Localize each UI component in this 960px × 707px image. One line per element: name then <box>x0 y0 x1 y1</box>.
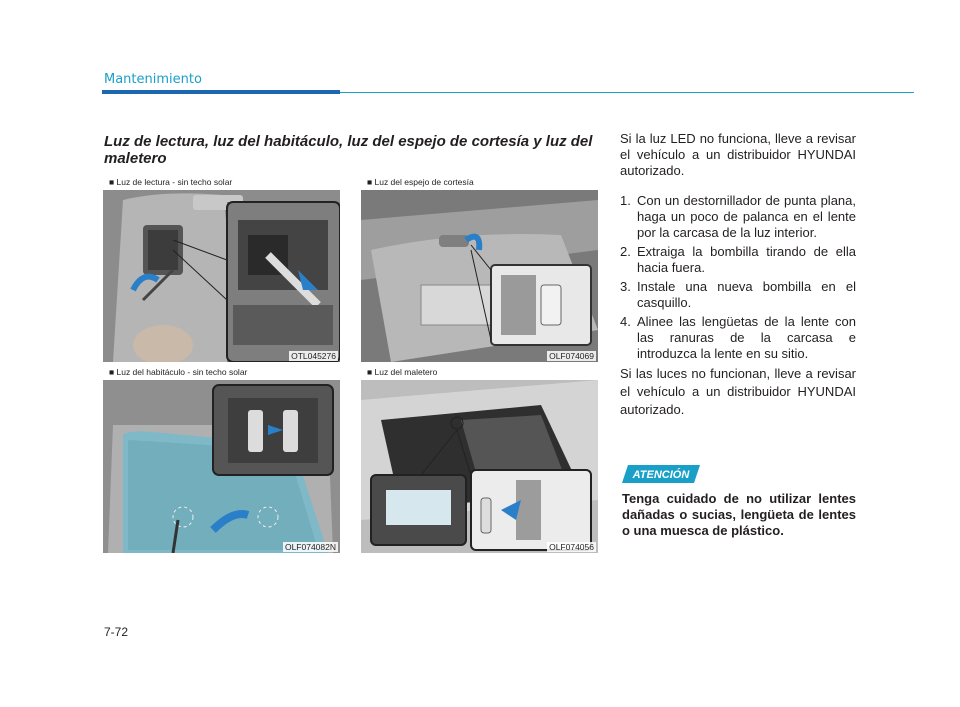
figure-vanity-mirror-light: ■ Luz del espejo de cortesía OLF074069 <box>361 175 598 362</box>
step-text: Instale una nueva bombilla en el casquil… <box>637 279 856 310</box>
figure-code: OLF074069 <box>547 351 596 361</box>
figure-code: OLF074056 <box>547 542 596 552</box>
figure-caption: ■ Luz del maletero <box>367 367 438 377</box>
list-item: 1. Con un destornillador de punta plana, … <box>620 193 856 241</box>
step-text: Con un destornillador de punta plana, ha… <box>637 193 856 240</box>
figure-reading-light: ■ Luz de lectura - sin techo solar OTL04… <box>103 175 340 362</box>
header-section-title: Mantenimiento <box>104 72 202 87</box>
figure-code: OLF074082N <box>282 542 338 552</box>
figure-image <box>103 190 340 362</box>
instructions-column: Si la luz LED no funciona, lleve a revis… <box>620 131 856 419</box>
caution-label: ATENCIÓN <box>632 468 691 481</box>
step-number: 2. <box>620 244 631 259</box>
figure-caption: ■ Luz del habitáculo - sin techo solar <box>109 367 248 377</box>
step-number: 3. <box>620 279 631 294</box>
figure-trunk-lamp: ■ Luz del maletero OLF074056 <box>361 365 598 553</box>
steps-list: 1. Con un destornillador de punta plana, … <box>620 193 856 362</box>
list-item: 2. Extraiga la bombilla tirando de ella h… <box>620 244 856 276</box>
figure-code: OTL045276 <box>289 351 338 361</box>
step-number: 1. <box>620 193 631 208</box>
list-item: 4. Alinee las lengüetas de la lente con l… <box>620 314 856 362</box>
figure-image <box>361 190 598 362</box>
step-text: Alinee las lengüetas de la lente con las… <box>637 314 856 361</box>
section-heading: Luz de lectura, luz del habitáculo, luz … <box>104 133 593 167</box>
caution-badge: ATENCIÓN <box>622 465 700 483</box>
header-divider-thick <box>102 90 340 94</box>
caution-text: Tenga cuidado de no utilizar lentes daña… <box>622 491 856 538</box>
step-number: 4. <box>620 314 631 329</box>
page-number: 7-72 <box>104 625 129 639</box>
figure-image <box>103 380 340 553</box>
outro-paragraph: Si las luces no funcionan, lleve a revis… <box>620 366 856 417</box>
header-divider-thin <box>340 92 914 93</box>
figure-room-lamp: ■ Luz del habitáculo - sin techo solar O… <box>103 365 340 553</box>
step-text: Extraiga la bombilla tirando de ella hac… <box>637 244 856 275</box>
figure-image <box>361 380 598 553</box>
list-item: 3. Instale una nueva bombilla en el casqu… <box>620 279 856 311</box>
figure-caption: ■ Luz del espejo de cortesía <box>367 177 474 187</box>
figure-caption: ■ Luz de lectura - sin techo solar <box>109 177 233 187</box>
intro-paragraph: Si la luz LED no funciona, lleve a revis… <box>620 131 856 178</box>
